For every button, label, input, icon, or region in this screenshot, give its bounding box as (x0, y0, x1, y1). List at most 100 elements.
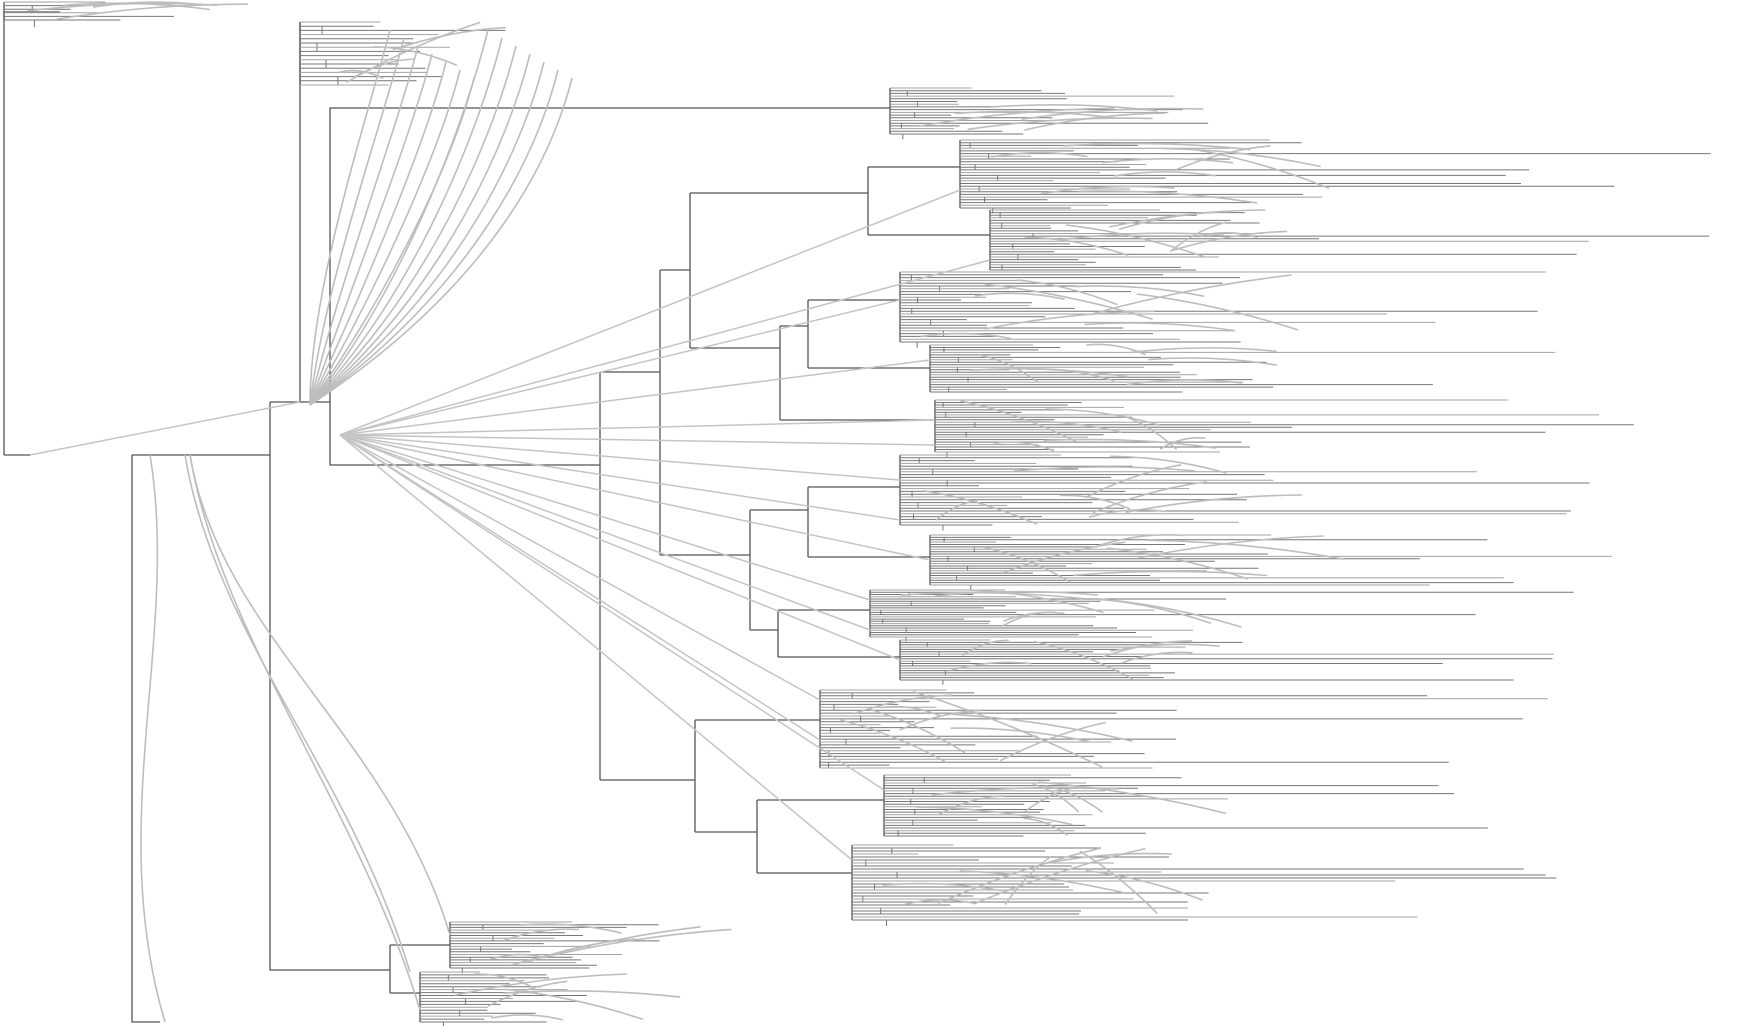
reticulation-arc (1059, 494, 1131, 510)
clade-c1 (899, 271, 1546, 348)
reticulation-arc (505, 988, 644, 1021)
reticulation-arc (309, 53, 433, 406)
reticulation-arc (1102, 640, 1193, 658)
reticulation-spoke (339, 434, 931, 561)
reticulation-arc (881, 705, 941, 717)
reticulation-arc (935, 500, 978, 521)
reticulation-arc (189, 454, 451, 936)
clade-b1 (959, 139, 1711, 214)
reticulation-arc (912, 690, 1103, 768)
reticulation-arc (918, 107, 1115, 127)
reticulation-spoke (339, 419, 936, 436)
upper-split (299, 22, 890, 466)
reticulation-spoke (339, 434, 901, 521)
reticulation-arc (1024, 112, 1167, 131)
clade-b2 (989, 209, 1710, 271)
reticulation-arc (374, 46, 458, 66)
reticulation-arc (309, 45, 517, 406)
reticulation-arc (1003, 611, 1065, 622)
clade-d2 (929, 534, 1612, 590)
reticulation-arc (309, 37, 503, 406)
reticulation-arc (1004, 856, 1051, 905)
reticulation-arc (960, 400, 1076, 442)
reticulation-arc (1110, 455, 1227, 474)
reticulation-arc (354, 58, 415, 78)
reticulation-spoke (339, 434, 821, 701)
reticulation-arc (1094, 597, 1242, 628)
reticulation-arc (1033, 640, 1134, 680)
reticulation-arc (1161, 147, 1321, 168)
reticulation-arc (520, 923, 622, 934)
reticulation-arc (999, 721, 1106, 762)
reticulation-arc (1121, 414, 1178, 450)
bottom-clade-1 (449, 921, 732, 974)
reticulation-arc (1092, 274, 1292, 315)
reticulation-arc (1042, 852, 1172, 865)
outgroup-top-left (3, 1, 249, 28)
reticulation-arc (309, 61, 447, 406)
central-upper-split (659, 269, 750, 556)
clade-b-split (689, 192, 868, 349)
reticulation-arc (904, 898, 975, 906)
clade-e2 (899, 639, 1554, 685)
reticulation-arc (491, 1014, 564, 1021)
reticulation-spoke (339, 299, 901, 436)
clade-c-split (779, 325, 935, 421)
leaf-clades (3, 1, 1711, 1026)
reticulation-arc (309, 29, 489, 406)
reticulation-arc (1148, 357, 1278, 366)
reticulation-arc (1027, 368, 1115, 382)
reticulation-arc (1023, 817, 1068, 836)
reticulation-spoke (29, 401, 301, 456)
reticulation-arc (309, 69, 559, 406)
reticulation-arc (1102, 157, 1234, 164)
reticulation-arc (92, 1, 205, 8)
reticulation-arc (1169, 221, 1227, 253)
reticulation-arc (962, 639, 1009, 657)
reticulation-arc (1084, 322, 1235, 332)
reticulation-arc (1085, 464, 1182, 499)
reticulation-arc (852, 694, 953, 715)
reticulation-arc (309, 53, 531, 406)
clade-f2 (883, 774, 1488, 837)
clade-f-inner (756, 799, 884, 874)
reticulation-arc (1121, 651, 1193, 664)
reticulation-arc (392, 26, 506, 51)
reticulation-spoke (339, 434, 885, 791)
reticulation-arc (1038, 781, 1227, 815)
reticulation-arc (309, 37, 405, 406)
reticulation-arc (1045, 408, 1161, 427)
reticulation-arc (54, 3, 249, 21)
clade-f-split (694, 719, 820, 833)
reticulation-arc (1119, 210, 1231, 230)
root-split (131, 454, 270, 1023)
clade-f1 (819, 689, 1548, 769)
reticulation-arc (901, 591, 1083, 600)
reticulation-arc (1045, 785, 1103, 813)
reticulation-arc (985, 283, 1153, 320)
reticulation-arc (1078, 190, 1258, 204)
reticulation-arc (950, 727, 1090, 743)
top-clade-a (889, 87, 1209, 140)
reticulation-arc (1146, 539, 1345, 560)
tree-backbone (3, 11, 990, 1023)
reticulation-arc (1129, 347, 1277, 354)
reticulation-arc (1172, 230, 1288, 252)
reticulation-arc (1074, 285, 1205, 297)
reticulation-arc (938, 795, 1004, 816)
reticulation-arc (1079, 850, 1158, 914)
reticulation-arc (309, 69, 461, 406)
reticulation-arc (1024, 236, 1129, 257)
reticulation-arc (1073, 570, 1268, 577)
reticulation-arc (309, 77, 573, 406)
reticulation-arc (454, 973, 628, 997)
reticulation-arc (346, 21, 481, 83)
reticulation-arc (1125, 494, 1302, 514)
reticulation-spoke (339, 434, 871, 601)
reticulation-arc (868, 708, 966, 754)
reticulation-arc (184, 454, 411, 973)
clade-d-e-split (749, 509, 808, 631)
reticulation-arc (541, 928, 732, 959)
reticulation-arc (1085, 869, 1203, 901)
